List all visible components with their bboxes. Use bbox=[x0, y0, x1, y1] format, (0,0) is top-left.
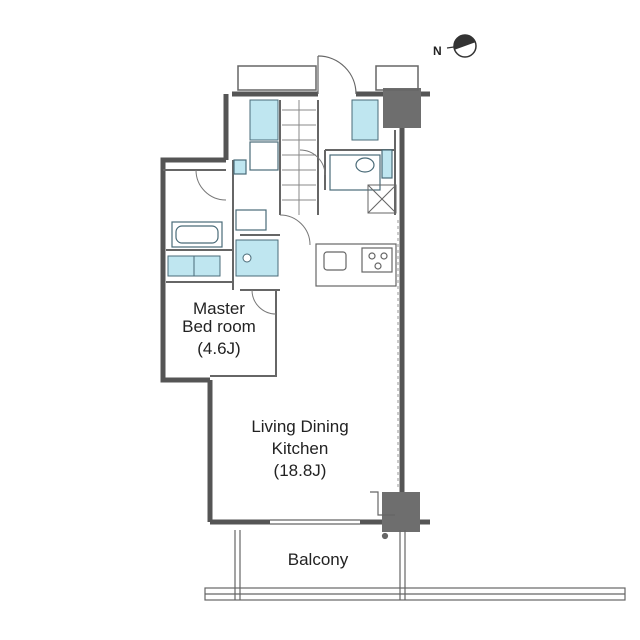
compass-letter: N bbox=[433, 44, 442, 58]
ldk-label-line2: Kitchen bbox=[272, 439, 329, 458]
vanity bbox=[235, 239, 279, 277]
bedroom-area: (4.6J) bbox=[197, 339, 240, 358]
pipe-shaft bbox=[367, 184, 397, 214]
balcony-label: Balcony bbox=[288, 550, 349, 569]
compass: N bbox=[433, 34, 477, 58]
entry-railings bbox=[237, 65, 419, 91]
ldk-label: Living Dining Kitchen (18.8J) bbox=[251, 417, 348, 480]
kitchen-counter bbox=[315, 243, 397, 287]
column-bottom bbox=[382, 492, 420, 532]
bedroom-label: Master Bed room (4.6J) bbox=[182, 299, 256, 358]
ldk-area: (18.8J) bbox=[274, 461, 327, 480]
interior-doors bbox=[195, 149, 326, 315]
ldk-label-line1: Living Dining bbox=[251, 417, 348, 436]
bedroom-closets bbox=[167, 255, 221, 277]
balcony-area bbox=[204, 530, 626, 601]
bedroom-label-line2: Bed room bbox=[182, 317, 256, 336]
entry-storage bbox=[249, 99, 379, 141]
columns bbox=[382, 88, 421, 532]
north-arrow-icon bbox=[446, 34, 477, 58]
column-top bbox=[383, 88, 421, 128]
bathroom bbox=[171, 141, 279, 248]
hall-steps bbox=[282, 100, 316, 215]
entrance-door bbox=[317, 55, 357, 95]
balcony-window bbox=[270, 491, 395, 525]
bedroom-label-line1: Master bbox=[193, 299, 245, 318]
toilet bbox=[329, 149, 393, 191]
